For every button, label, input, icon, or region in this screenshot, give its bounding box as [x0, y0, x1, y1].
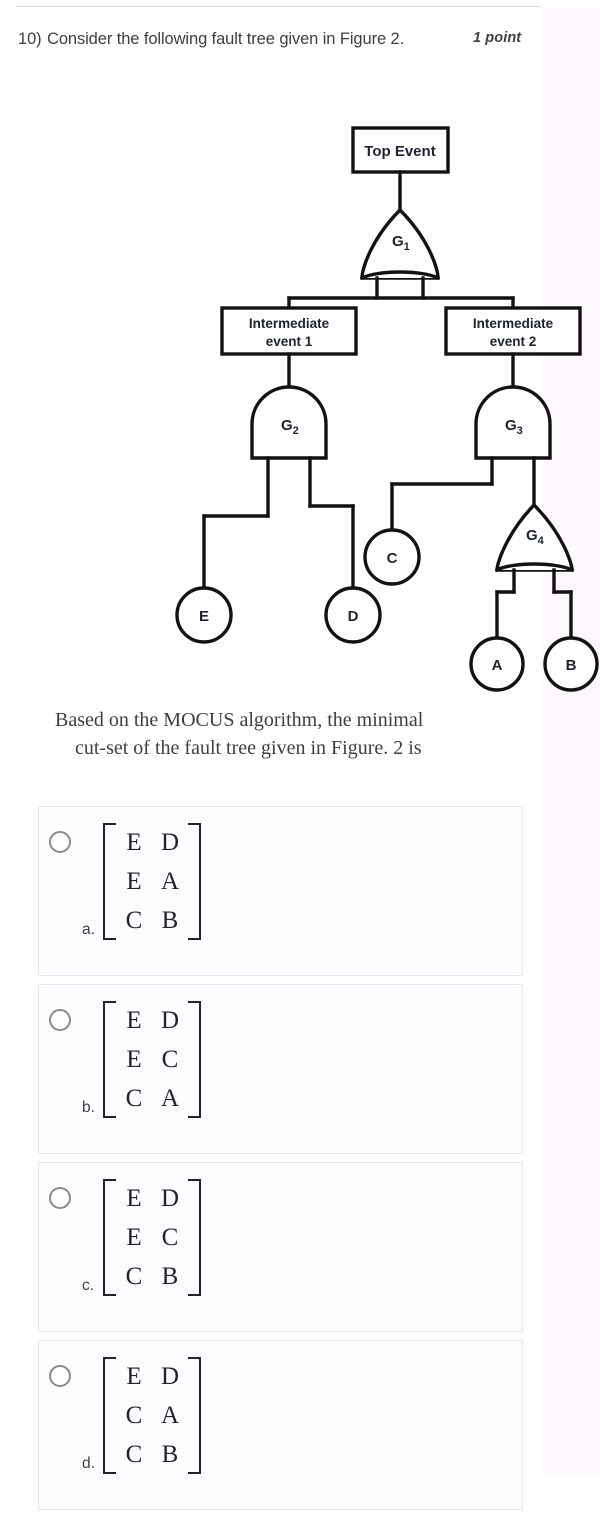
matrix-row: C B — [116, 1435, 188, 1474]
option-b-matrix: E D E C C A — [103, 1001, 201, 1118]
radio-option-a[interactable] — [49, 831, 71, 853]
matrix-cell: E — [126, 1046, 142, 1073]
matrix-cell: D — [160, 1363, 180, 1390]
matrix-cell: A — [160, 1085, 180, 1112]
points-label: 1 point — [473, 30, 522, 46]
matrix-cell: A — [160, 868, 180, 895]
matrix-cell: C — [161, 1224, 179, 1251]
radio-option-c[interactable] — [49, 1187, 71, 1209]
matrix-cell: B — [161, 1263, 179, 1290]
fault-tree-figure: Top Event Intermediate event 1 Intermedi… — [0, 110, 600, 695]
radio-option-b[interactable] — [49, 1009, 71, 1031]
figure-intermediate-2-line2: event 2 — [490, 334, 537, 349]
option-d-letter: d. — [82, 1455, 95, 1472]
matrix-row: E D — [116, 1357, 188, 1396]
matrix-row: C B — [116, 901, 188, 940]
right-edge-tint — [543, 7, 600, 1475]
matrix-cell: E — [126, 1007, 142, 1034]
matrix-cell: C — [125, 1263, 143, 1290]
matrix-row: E D — [116, 1179, 188, 1218]
figure-intermediate-1-line2: event 1 — [266, 334, 313, 349]
matrix-cell: C — [125, 907, 143, 934]
matrix-row: C B — [116, 1257, 188, 1296]
matrix-row: E D — [116, 1001, 188, 1040]
bracket-left-icon — [103, 1179, 116, 1296]
option-a-matrix: E D E A C B — [103, 823, 201, 940]
question-text: Consider the following fault tree given … — [47, 30, 405, 48]
bracket-left-icon — [103, 1357, 116, 1474]
answer-options: E D E A C B a. E D — [38, 806, 523, 1518]
matrix-cell: C — [125, 1085, 143, 1112]
matrix-cell: B — [161, 907, 179, 934]
option-d-matrix: E D C A C B — [103, 1357, 201, 1474]
matrix-row: E A — [116, 862, 188, 901]
matrix-cell: C — [125, 1402, 143, 1429]
option-c-letter: c. — [82, 1277, 95, 1294]
matrix-row: E C — [116, 1218, 188, 1257]
matrix-row: C A — [116, 1396, 188, 1435]
option-c-matrix: E D E C C B — [103, 1179, 201, 1296]
matrix-cell: E — [126, 1185, 142, 1212]
option-a-letter: a. — [82, 921, 95, 938]
figure-intermediate-2-line1: Intermediate — [473, 316, 554, 331]
matrix-cell: C — [161, 1046, 179, 1073]
matrix-row: E D — [116, 823, 188, 862]
prompt-line-2: cut-set of the fault tree given in Figur… — [75, 737, 422, 759]
matrix-cell: D — [160, 1185, 180, 1212]
matrix-cell: C — [125, 1441, 143, 1468]
matrix-cell: A — [160, 1402, 180, 1429]
bracket-right-icon — [188, 1001, 201, 1118]
matrix-cell: E — [126, 1224, 142, 1251]
figure-intermediate-1-line1: Intermediate — [249, 316, 330, 331]
matrix-row: E C — [116, 1040, 188, 1079]
figure-event-c-label: C — [387, 550, 398, 567]
matrix-cell: B — [161, 1441, 179, 1468]
prompt-text: Based on the MOCUS algorithm, the minima… — [55, 706, 525, 762]
option-b[interactable]: E D E C C A b. — [38, 984, 523, 1154]
bracket-right-icon — [188, 823, 201, 940]
matrix-cell: D — [160, 1007, 180, 1034]
figure-event-b-label: B — [566, 657, 577, 674]
prompt-line-1: Based on the MOCUS algorithm, the minima… — [55, 709, 424, 731]
bracket-right-icon — [188, 1179, 201, 1296]
bracket-right-icon — [188, 1357, 201, 1474]
figure-event-e-label: E — [199, 608, 209, 625]
option-d[interactable]: E D C A C B d. — [38, 1340, 523, 1510]
bracket-left-icon — [103, 823, 116, 940]
option-c[interactable]: E D E C C B c. — [38, 1162, 523, 1332]
option-b-letter: b. — [82, 1099, 95, 1116]
bracket-left-icon — [103, 1001, 116, 1118]
figure-top-event-label: Top Event — [364, 143, 435, 160]
matrix-row: C A — [116, 1079, 188, 1118]
option-a[interactable]: E D E A C B a. — [38, 806, 523, 976]
figure-event-a-label: A — [492, 657, 503, 674]
figure-event-d-label: D — [348, 608, 359, 625]
question-number: 10) — [18, 30, 42, 48]
top-divider — [16, 6, 541, 7]
matrix-cell: E — [126, 1363, 142, 1390]
matrix-cell: E — [126, 868, 142, 895]
radio-option-d[interactable] — [49, 1365, 71, 1387]
matrix-cell: E — [126, 829, 142, 856]
matrix-cell: D — [160, 829, 180, 856]
